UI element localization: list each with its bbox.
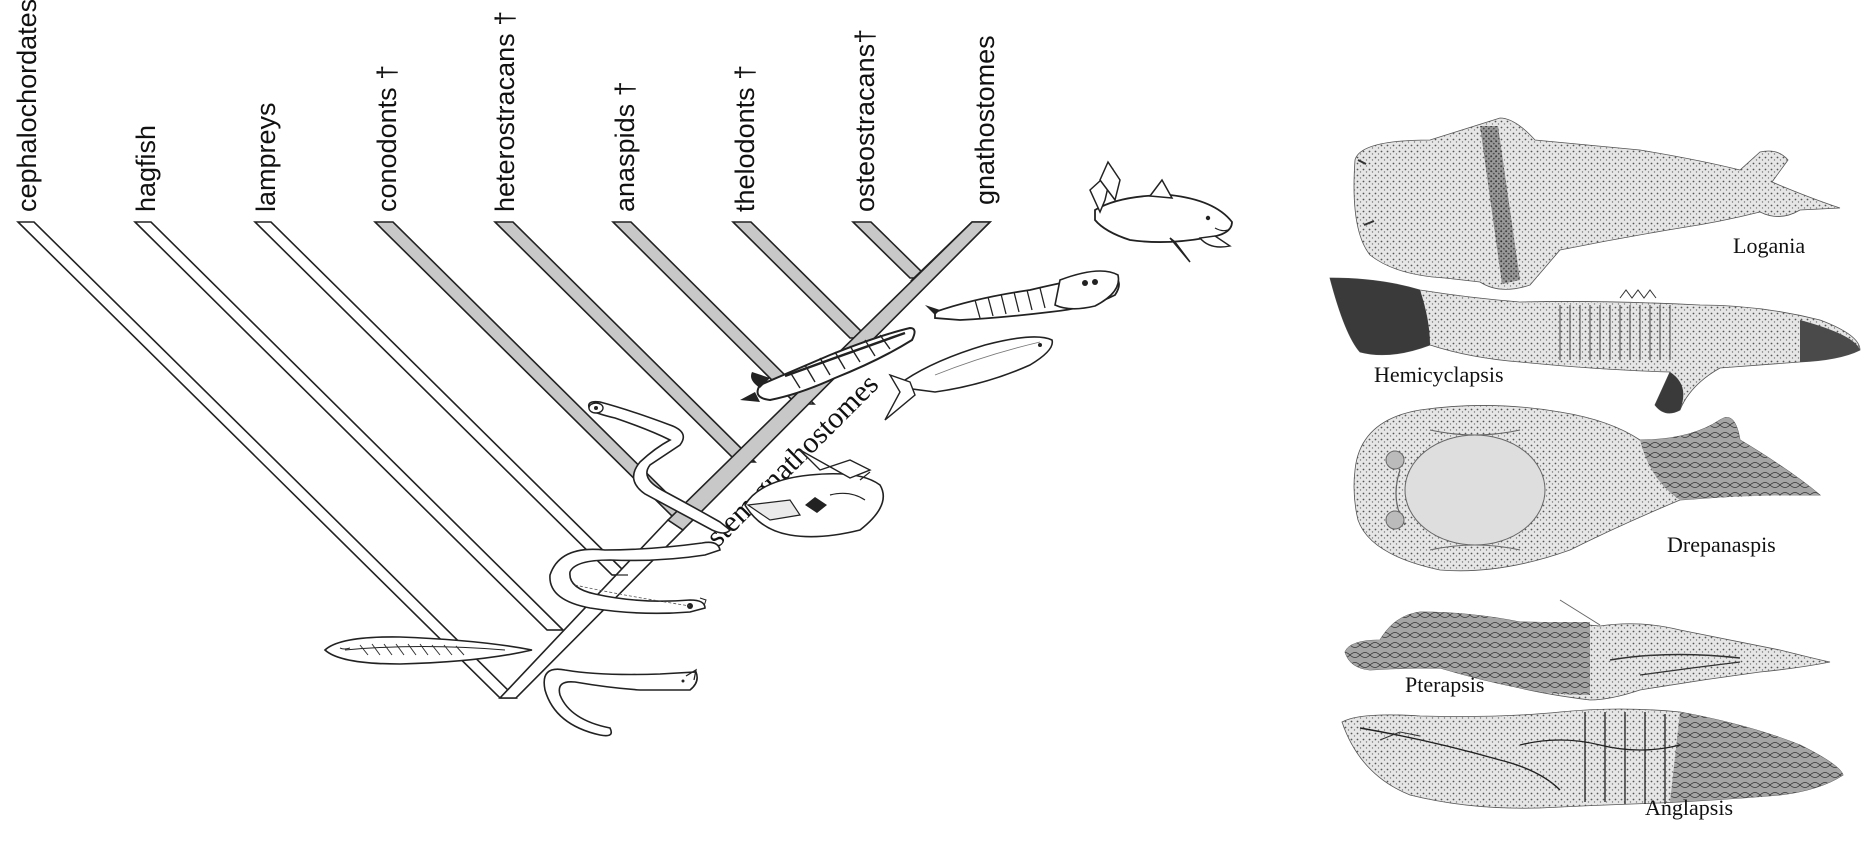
- taxon-label-hagfish: hagfish: [131, 125, 161, 212]
- fossil-hemicyclapsis: Hemicyclapsis: [1330, 278, 1860, 413]
- taxon-label-conodonts: conodonts †: [372, 65, 402, 212]
- cladogram: cephalochordates hagfish lampreys conodo…: [12, 0, 1232, 736]
- fossil-logania: Logania: [1354, 118, 1840, 289]
- fossil-label-pterapsis: Pterapsis: [1405, 672, 1484, 697]
- taxon-label-osteostracans: osteostracans†: [850, 29, 880, 212]
- fossil-anglapsis: Anglapsis: [1342, 709, 1843, 820]
- branch-osteostracans: [853, 222, 928, 278]
- taxon-label-heterostracans: heterostracans †: [490, 11, 520, 212]
- fossil-drepanaspis: Drepanaspis: [1354, 405, 1820, 570]
- hagfish-illustration: [544, 669, 697, 736]
- thelodont-illustration: [885, 337, 1052, 420]
- fossil-label-hemicyclapsis: Hemicyclapsis: [1374, 362, 1504, 387]
- osteostracan-illustration: [925, 271, 1119, 320]
- fossil-plates: Logania Hemicyclapsis Drepanaspis: [1330, 118, 1860, 820]
- taxon-label-lampreys: lampreys: [251, 102, 281, 212]
- fossil-label-logania: Logania: [1733, 233, 1805, 258]
- fossil-pterapsis: Pterapsis: [1345, 600, 1830, 700]
- branch-hagfish: [135, 222, 563, 630]
- lineage-bars: [18, 222, 990, 698]
- branch-heterostracans: [495, 222, 755, 462]
- shark-illustration: [1090, 162, 1232, 262]
- fossil-label-anglapsis: Anglapsis: [1645, 795, 1733, 820]
- branch-thelodonts: [733, 222, 868, 338]
- taxon-label-gnathostomes: gnathostomes: [970, 35, 1000, 205]
- amphioxus-illustration: [325, 637, 532, 664]
- taxon-label-anaspids: anaspids †: [610, 81, 640, 212]
- taxon-labels: cephalochordates hagfish lampreys conodo…: [12, 0, 1000, 212]
- branch-cephalochordates: [18, 222, 516, 698]
- taxon-label-cephalochordates: cephalochordates: [12, 0, 42, 212]
- fossil-label-drepanaspis: Drepanaspis: [1667, 532, 1776, 557]
- taxon-label-thelodonts: thelodonts †: [730, 65, 760, 212]
